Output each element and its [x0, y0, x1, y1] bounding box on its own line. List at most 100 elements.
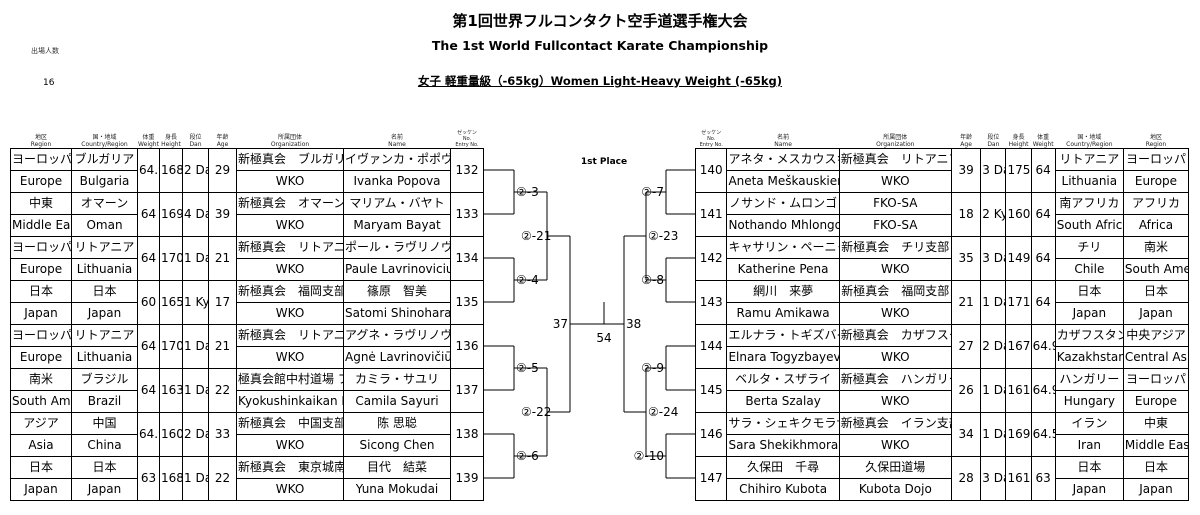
organization-jp: 新極真会 チリ支部 — [838, 235, 952, 259]
age: 35 — [950, 235, 982, 281]
country-jp: 日本 — [1054, 279, 1124, 303]
match-label: ②-4 — [516, 273, 539, 287]
name-en: Berta Szalay — [726, 389, 840, 413]
height: 169 — [159, 191, 183, 237]
region-jp: 日本 — [10, 279, 72, 303]
organization-jp: 新極真会 イラン支部 — [838, 411, 952, 435]
dan: 1 Dan — [182, 367, 209, 413]
organization-jp: 新極真会 リトアニア支部 — [236, 323, 344, 347]
title-japanese: 第1回世界フルコンタクト空手道選手権大会 — [452, 12, 748, 30]
weight: 63 — [1030, 455, 1056, 501]
weight: 64 — [137, 367, 160, 413]
entry-number: 147 — [694, 455, 728, 501]
organization-en: WKO — [236, 213, 344, 237]
entry-number: 145 — [694, 367, 728, 413]
dan: 3 Dan — [980, 455, 1007, 501]
age: 39 — [950, 147, 982, 193]
region-jp: 中央アジア — [1122, 323, 1190, 347]
organization-en: WKO — [838, 257, 952, 281]
entry-number: 132 — [450, 147, 484, 193]
entry-number: 138 — [450, 411, 484, 457]
first-place-label: 1st Place — [580, 157, 628, 167]
region-jp: ヨーロッパ — [10, 235, 72, 259]
dan: 2 Dan — [980, 323, 1007, 369]
name-jp: キャサリン・ペーニャ — [726, 235, 840, 259]
match-label: ②-9 — [641, 361, 664, 375]
dan: 1 Kyu — [182, 279, 209, 325]
match-label: ②-10 — [633, 449, 664, 463]
country-jp: ブラジル — [71, 367, 138, 391]
country-jp: 日本 — [1054, 455, 1124, 479]
organization-jp: 極真会館中村道場 ブラジル支部 — [236, 367, 344, 391]
weight-category: 女子 軽重量級（-65kg）Women Light-Heavy Weight (… — [417, 74, 783, 88]
organization-en: WKO — [838, 433, 952, 457]
organization-jp: 久保田道場 — [838, 455, 952, 479]
name-en: Ivanka Popova — [343, 169, 451, 193]
semifinal-label: 38 — [626, 317, 642, 331]
height: 160 — [1005, 191, 1032, 237]
dan: 1 Dan — [980, 411, 1007, 457]
weight: 64 — [137, 323, 160, 369]
weight: 64 — [1030, 279, 1056, 325]
entry-number: 141 — [694, 191, 728, 237]
dan: 3 Dan — [980, 147, 1007, 193]
height: 169 — [1005, 411, 1032, 457]
weight: 64 — [1030, 191, 1056, 237]
height: 168 — [159, 455, 183, 501]
name-jp: 目代 結菜 — [343, 455, 451, 479]
name-jp: 久保田 千尋 — [726, 455, 840, 479]
table-row: South AmericaBrazilKyokushinkaikan Nakam… — [10, 389, 484, 413]
final-label: 54 — [596, 331, 612, 345]
country-en: Brazil — [71, 389, 138, 413]
name-en: Chihiro Kubota — [726, 477, 840, 501]
match-label: ②-8 — [641, 273, 664, 287]
country-en: South Africa — [1054, 213, 1124, 237]
organization-jp: 新極真会 福岡支部 — [236, 279, 344, 303]
name-jp: エルナラ・トギズバイエワ — [726, 323, 840, 347]
name-jp: サラ・シェキクモラザヘド — [726, 411, 840, 435]
semifinal-label: 37 — [552, 317, 568, 331]
entry-number: 133 — [450, 191, 484, 237]
country-en: Lithuania — [71, 345, 138, 369]
name-en: Sara Shekikhmoradizahed — [726, 433, 840, 457]
region-en: South America — [1122, 257, 1190, 281]
name-en: Maryam Bayat — [343, 213, 451, 237]
match-label: ②-5 — [516, 361, 539, 375]
region-en: Japan — [10, 301, 72, 325]
name-jp: 篠原 智美 — [343, 279, 451, 303]
name-jp: ポール・ラヴリノヴィシウテ — [343, 235, 451, 259]
entry-number: 144 — [694, 323, 728, 369]
match-label: ②-24 — [648, 405, 679, 419]
name-en: Sicong Chen — [343, 433, 451, 457]
age: 26 — [950, 367, 982, 413]
organization-en: WKO — [236, 477, 344, 501]
region-en: Europe — [1122, 169, 1190, 193]
weight: 64 — [1030, 235, 1056, 281]
organization-en: WKO — [236, 169, 344, 193]
